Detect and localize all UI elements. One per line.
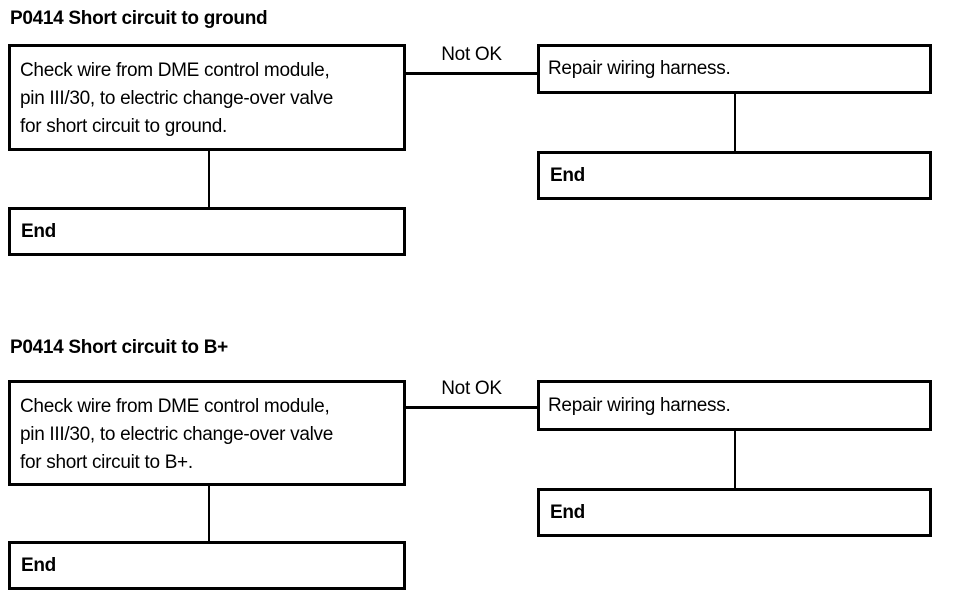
connector-horizontal-line [406, 72, 537, 75]
check-step-text-line: pin III/30, to electric change-over valv… [20, 424, 333, 445]
end-box-left: End [8, 541, 406, 590]
branch-label-not-ok: Not OK [441, 44, 502, 65]
check-step-box-ground: Check wire from DME control module, pin … [8, 44, 406, 151]
repair-action-box: Repair wiring harness. [537, 380, 932, 431]
flowchart-title-ground: P0414 Short circuit to ground [10, 8, 268, 29]
repair-action-box: Repair wiring harness. [537, 44, 932, 94]
end-box-left: End [8, 207, 406, 256]
end-box-right: End [537, 488, 932, 537]
flowchart-title-bplus: P0414 Short circuit to B+ [10, 337, 228, 358]
check-step-text-line: pin III/30, to electric change-over valv… [20, 88, 333, 109]
check-step-text-line: Check wire from DME control module, [20, 396, 330, 417]
connector-vertical-line [734, 431, 736, 488]
connector-vertical-line [734, 94, 736, 151]
connector-vertical-line [208, 486, 210, 541]
connector-vertical-line [208, 151, 210, 207]
check-step-text-line: for short circuit to ground. [20, 116, 228, 137]
connector-horizontal-line [406, 406, 537, 409]
branch-label-not-ok: Not OK [441, 378, 502, 399]
check-step-box-bplus: Check wire from DME control module, pin … [8, 380, 406, 486]
check-step-text-line: Check wire from DME control module, [20, 60, 330, 81]
check-step-text-line: for short circuit to B+. [20, 452, 193, 473]
end-box-right: End [537, 151, 932, 200]
